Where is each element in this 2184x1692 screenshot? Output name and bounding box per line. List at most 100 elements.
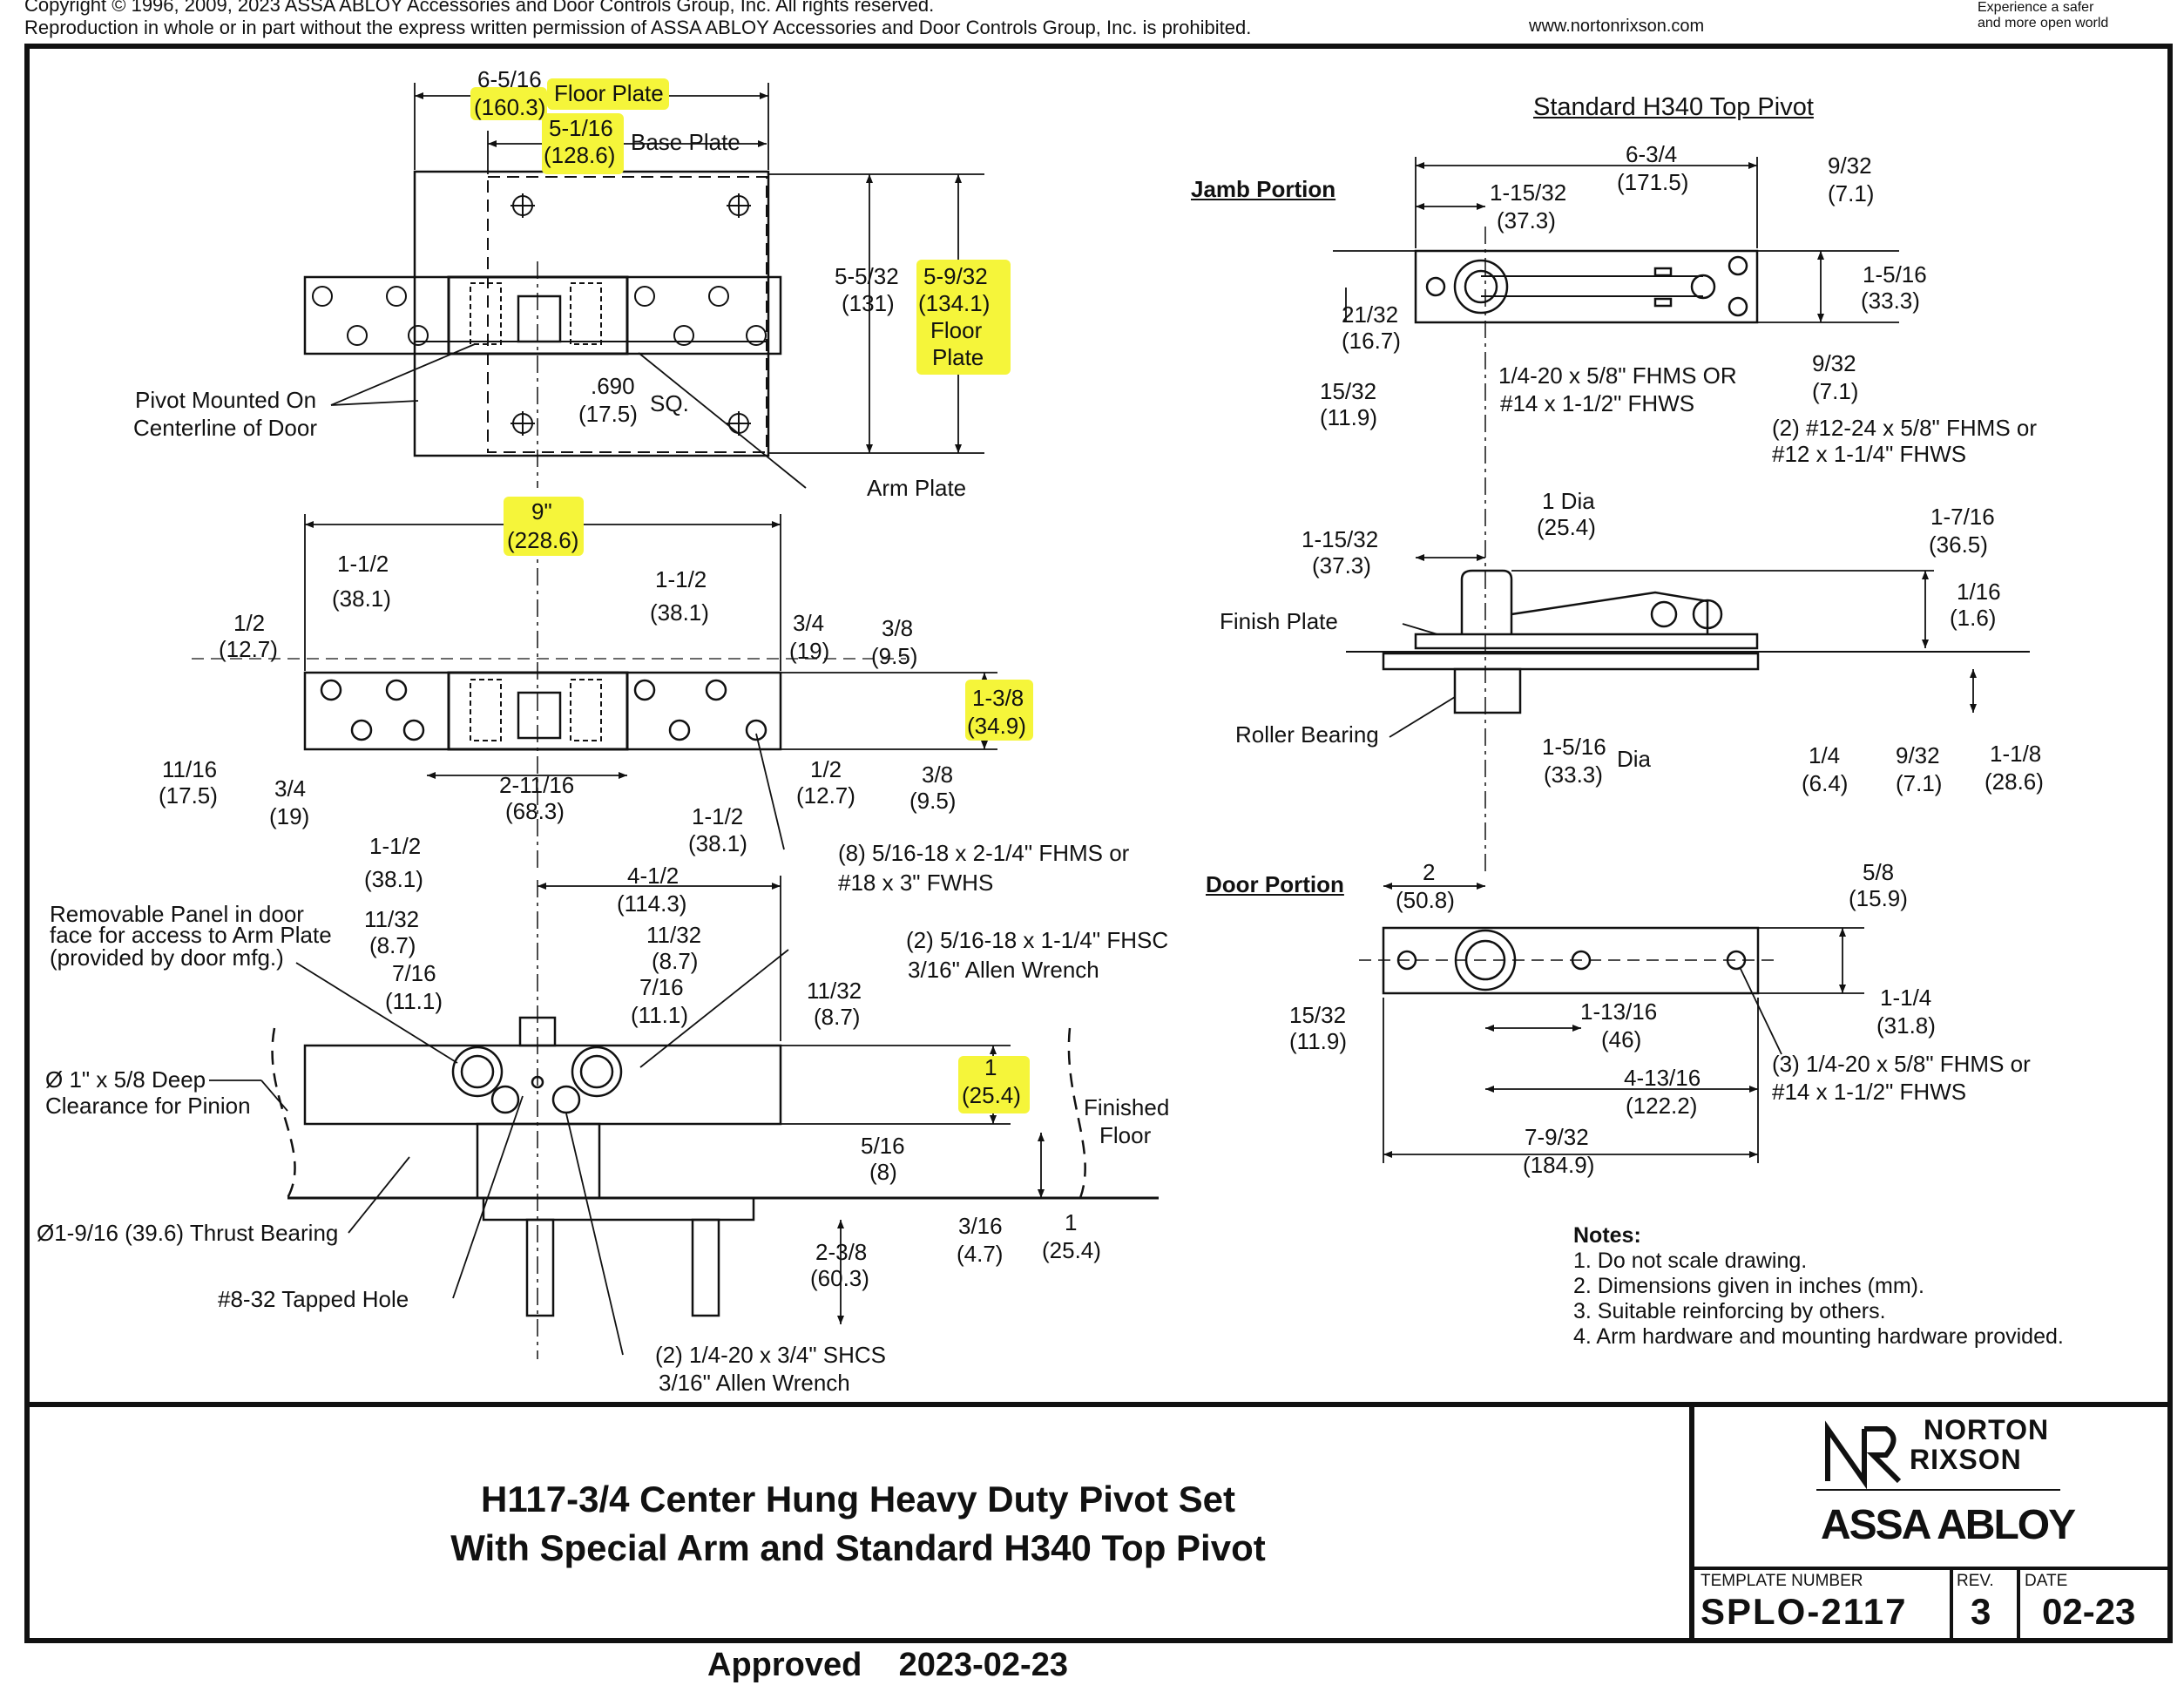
dim-7-16-b-mm: (11.1) bbox=[631, 1002, 688, 1028]
pinion-note-2: Clearance for Pinion bbox=[45, 1093, 251, 1119]
template-number-value: SPLO-2117 bbox=[1701, 1591, 1908, 1632]
dim-floor-plate-depth-in: 5-9/32 bbox=[923, 263, 988, 289]
dim-d-7-9-32-in: 7-9/32 bbox=[1525, 1124, 1589, 1150]
dim-d-15-32-in: 15/32 bbox=[1289, 1002, 1347, 1028]
dim-d-2-in: 2 bbox=[1423, 859, 1436, 885]
dim-1-1-2-c-mm: (38.1) bbox=[688, 830, 747, 856]
dimension-lines-door bbox=[1383, 883, 1864, 1163]
dim-5-16-in: 5/16 bbox=[861, 1133, 905, 1159]
brand-rixson: RIXSON bbox=[1910, 1444, 2022, 1475]
dim-4-1-2-mm: (114.3) bbox=[617, 890, 687, 917]
section-view bbox=[271, 880, 1159, 1359]
website: www.nortonrixson.com bbox=[1529, 17, 1705, 36]
dim-3-8-mm: (9.5) bbox=[871, 643, 918, 669]
note-item: 3. Suitable reinforcing by others. bbox=[1573, 1299, 1886, 1323]
dim-d-1-1-4-mm: (31.8) bbox=[1876, 1012, 1936, 1039]
floor-plate-label-b: Plate bbox=[932, 344, 984, 370]
pivot-note-2: Centerline of Door bbox=[133, 415, 317, 441]
dim-11-16-in: 11/16 bbox=[162, 756, 218, 782]
dim-s-1-5-16-mm: (33.3) bbox=[1544, 761, 1603, 788]
dim-11-32-b-in: 11/32 bbox=[646, 922, 702, 948]
dim-1-mm: (25.4) bbox=[962, 1082, 1021, 1108]
dim-s-1-5-16-in: 1-5/16 bbox=[1542, 734, 1606, 760]
dim-4-1-2-in: 4-1/2 bbox=[627, 863, 680, 889]
dim-s-1-dia-in: 1 Dia bbox=[1542, 488, 1595, 514]
dim-3-4-mm: (19) bbox=[789, 638, 830, 664]
door-portion bbox=[1359, 926, 1777, 995]
dim-11-16-mm: (17.5) bbox=[159, 782, 218, 809]
pinion-note-1: Ø 1" x 5/8 Deep bbox=[45, 1066, 206, 1093]
fhsc-note-2: 3/16" Allen Wrench bbox=[908, 957, 1099, 983]
dim-d-5-8-mm: (15.9) bbox=[1849, 885, 1908, 911]
dim-1-1-2-d-mm: (38.1) bbox=[364, 866, 423, 892]
dim-floor-plate-depth-mm: (134.1) bbox=[918, 290, 991, 316]
dim-11-32-c-in: 11/32 bbox=[807, 978, 862, 1004]
notes-heading: Notes: bbox=[1573, 1223, 1641, 1248]
dim-j-9-32-in: 9/32 bbox=[1828, 152, 1872, 179]
dim-d-1-1-4-in: 1-1/4 bbox=[1880, 985, 1932, 1011]
dim-3-8-in: 3/8 bbox=[882, 615, 914, 641]
dim-d-1-13-16-in: 1-13/16 bbox=[1580, 998, 1658, 1025]
jamb-portion-label: Jamb Portion bbox=[1191, 176, 1336, 202]
fhsc-note-1: (2) 5/16-18 x 1-1/4" FHSC bbox=[906, 927, 1169, 953]
dim-square-mm: (17.5) bbox=[578, 401, 638, 427]
dim-1-1-2-a-mm: (38.1) bbox=[332, 585, 391, 612]
dim-3-4b-in: 3/4 bbox=[274, 775, 307, 802]
dim-j-15-32-mm: (11.9) bbox=[1320, 404, 1377, 430]
title-block-frame bbox=[24, 1402, 2173, 1643]
dim-j-1-15-32-mm: (37.3) bbox=[1497, 207, 1556, 233]
base-plate-label: Base Plate bbox=[631, 129, 740, 155]
shcs-note-2: 3/16" Allen Wrench bbox=[659, 1370, 850, 1396]
top-pivot-title: Standard H340 Top Pivot bbox=[1533, 93, 1814, 121]
dim-s-1-4-in: 1/4 bbox=[1809, 742, 1841, 768]
dim-3-16-in: 3/16 bbox=[958, 1213, 1003, 1239]
dim-1-2b-in: 1/2 bbox=[810, 756, 842, 782]
template-number-label: TEMPLATE NUMBER bbox=[1701, 1572, 1863, 1590]
dim-3-16-mm: (4.7) bbox=[957, 1241, 1004, 1267]
dim-7-16-a-in: 7/16 bbox=[392, 960, 436, 986]
dim-s-1-5-16-dia: Dia bbox=[1617, 746, 1652, 772]
date-label: DATE bbox=[2025, 1572, 2068, 1590]
shcs-note-1: (2) 1/4-20 x 3/4" SHCS bbox=[655, 1342, 887, 1368]
screw-note-1: (8) 5/16-18 x 2-1/4" FHMS or bbox=[838, 840, 1130, 866]
dim-2-3-8-mm: (60.3) bbox=[810, 1265, 869, 1291]
dim-base-plate-width-mm: (128.6) bbox=[544, 142, 616, 168]
dim-1-1-2-a-in: 1-1/2 bbox=[337, 551, 389, 577]
dim-2-3-8-in: 2-3/8 bbox=[815, 1239, 868, 1265]
dim-square-label: SQ. bbox=[650, 390, 689, 416]
dim-1b-mm: (25.4) bbox=[1042, 1237, 1101, 1263]
dim-s-9-32-in: 9/32 bbox=[1896, 742, 1940, 768]
rev-value: 3 bbox=[1971, 1591, 1991, 1632]
dim-1-3-8-in: 1-3/8 bbox=[972, 685, 1024, 711]
finished-floor-2: Floor bbox=[1099, 1122, 1152, 1148]
dim-j-6-3-4-mm: (171.5) bbox=[1617, 169, 1689, 195]
dim-2-11-16-in: 2-11/16 bbox=[499, 772, 575, 798]
jamb-screw-note-2: #14 x 1-1/2" FHWS bbox=[1500, 390, 1695, 416]
dim-d-7-9-32-mm: (184.9) bbox=[1523, 1152, 1595, 1178]
dim-arm-length-mm: (228.6) bbox=[507, 527, 579, 553]
approved-stamp: Approved 2023-02-23 bbox=[707, 1647, 1068, 1683]
dim-1-1-2-c-in: 1-1/2 bbox=[692, 803, 744, 829]
dim-3-8b-mm: (9.5) bbox=[909, 788, 957, 814]
dim-5-16-mm: (8) bbox=[869, 1159, 897, 1185]
door-screw-note-2: #14 x 1-1/2" FHWS bbox=[1772, 1079, 1967, 1105]
dim-j-9-32b-mm: (7.1) bbox=[1812, 378, 1859, 404]
panel-note-1: Removable Panel in door bbox=[50, 901, 304, 927]
jamb-portion bbox=[1414, 227, 1759, 871]
dimension-lines-side bbox=[1389, 554, 1977, 738]
dimension-lines-jamb bbox=[1333, 157, 1899, 323]
dim-1-3-8-mm: (34.9) bbox=[967, 713, 1026, 739]
dim-s-1-15-32-mm: (37.3) bbox=[1312, 552, 1371, 579]
tagline-line-2: and more open world bbox=[1978, 16, 2109, 30]
dim-floor-plate-width-mm: (160.3) bbox=[474, 94, 546, 120]
dim-s-9-32-mm: (7.1) bbox=[1896, 770, 1943, 796]
rev-label: REV. bbox=[1957, 1572, 1994, 1590]
dim-j-1-5-16-in: 1-5/16 bbox=[1863, 261, 1927, 288]
copyright-line-1: Copyright © 1996, 2009, 2023 ASSA ABLOY … bbox=[24, 0, 935, 16]
dim-j-1-15-32-in: 1-15/32 bbox=[1490, 179, 1567, 206]
floor-plate-label: Floor Plate bbox=[554, 80, 664, 106]
dim-j-9-32b-in: 9/32 bbox=[1812, 350, 1856, 376]
dim-d-2-mm: (50.8) bbox=[1396, 887, 1455, 913]
